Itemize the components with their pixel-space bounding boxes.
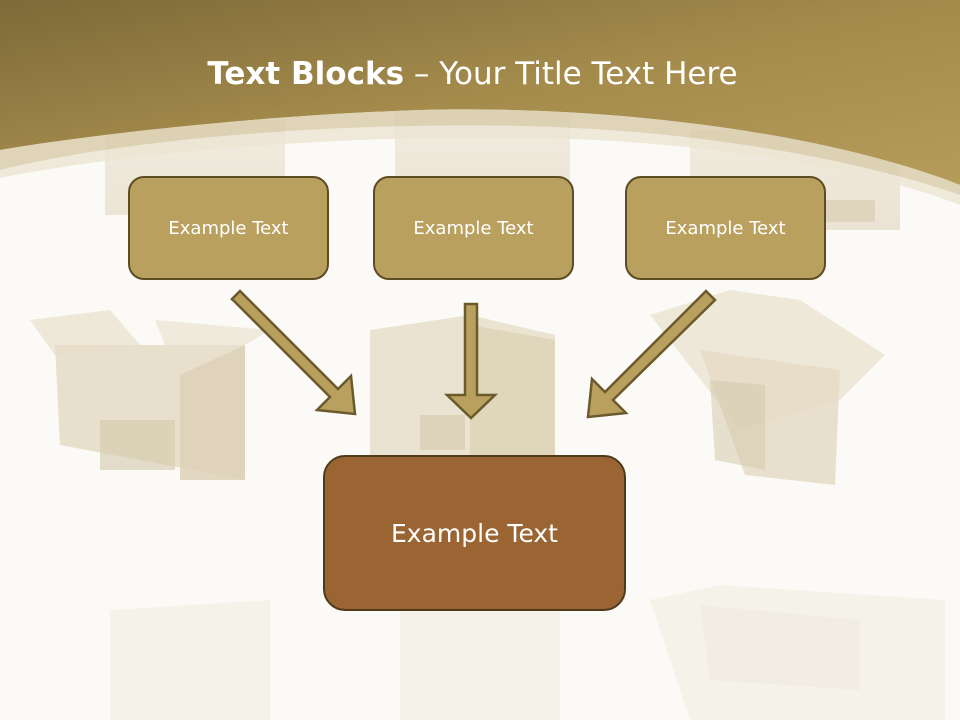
title-separator: – [404,56,440,92]
text-block-1[interactable]: Example Text [128,176,329,280]
text-block-3[interactable]: Example Text [625,176,826,280]
header-wave [0,109,960,195]
slide-title: Text Blocks – Your Title Text Here [0,52,945,96]
text-block-2-label: Example Text [413,217,534,239]
text-block-3-label: Example Text [665,217,786,239]
title-bold: Text Blocks [207,56,405,92]
text-block-2[interactable]: Example Text [373,176,574,280]
text-block-1-label: Example Text [168,217,289,239]
title-rest: Your Title Text Here [439,56,738,92]
target-text-block-label: Example Text [391,518,558,548]
header-band [0,0,960,185]
target-text-block[interactable]: Example Text [323,455,626,611]
